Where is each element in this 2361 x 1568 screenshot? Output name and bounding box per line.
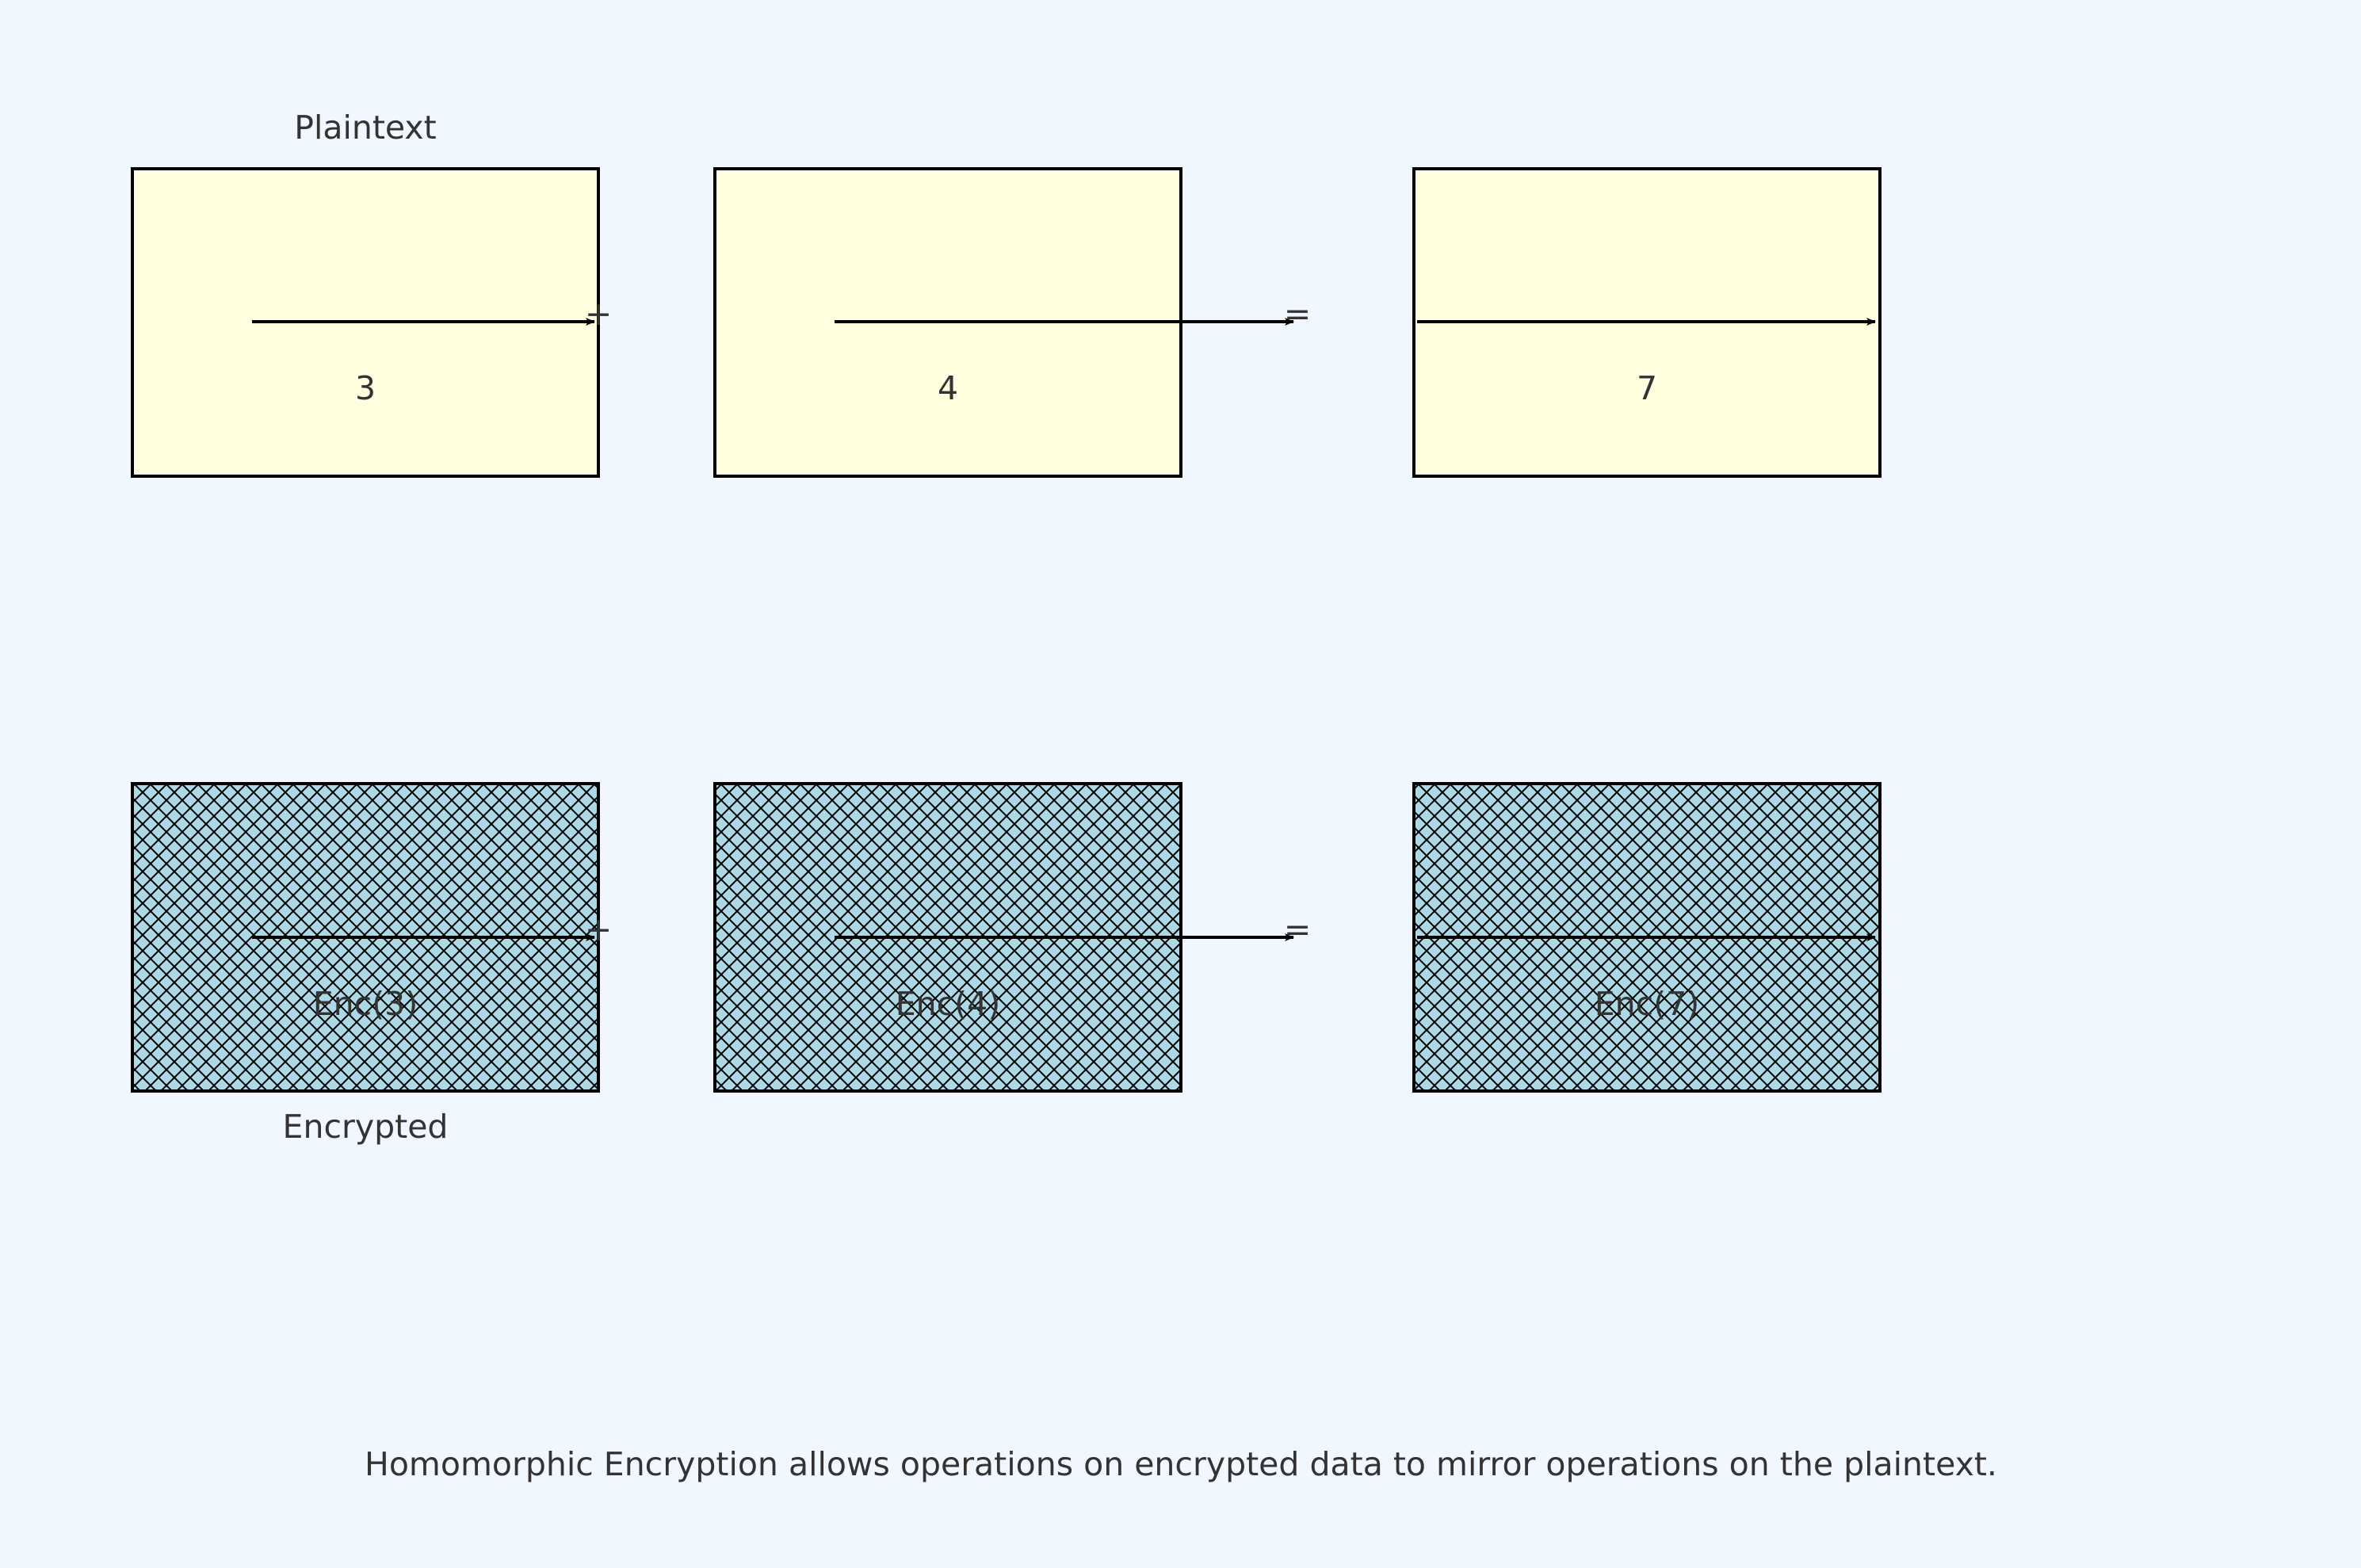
plaintext-value-3: 7	[1637, 369, 1657, 407]
encrypted-value-1: Enc(3)	[313, 985, 418, 1023]
encrypted-value-2: Enc(4)	[896, 985, 1001, 1023]
encrypted-equals-operator: =	[1284, 910, 1311, 948]
encrypted-row-label: Encrypted	[283, 1108, 449, 1146]
plaintext-equals-operator: =	[1284, 295, 1311, 333]
plaintext-plus-operator: +	[585, 295, 612, 333]
encrypted-value-3: Enc(7)	[1595, 985, 1700, 1023]
plaintext-value-2: 4	[938, 369, 958, 407]
diagram-caption: Homomorphic Encryption allows operations…	[365, 1445, 1997, 1483]
plaintext-row-label: Plaintext	[294, 109, 437, 147]
encrypted-plus-operator: +	[585, 910, 612, 948]
plaintext-value-1: 3	[355, 369, 376, 407]
